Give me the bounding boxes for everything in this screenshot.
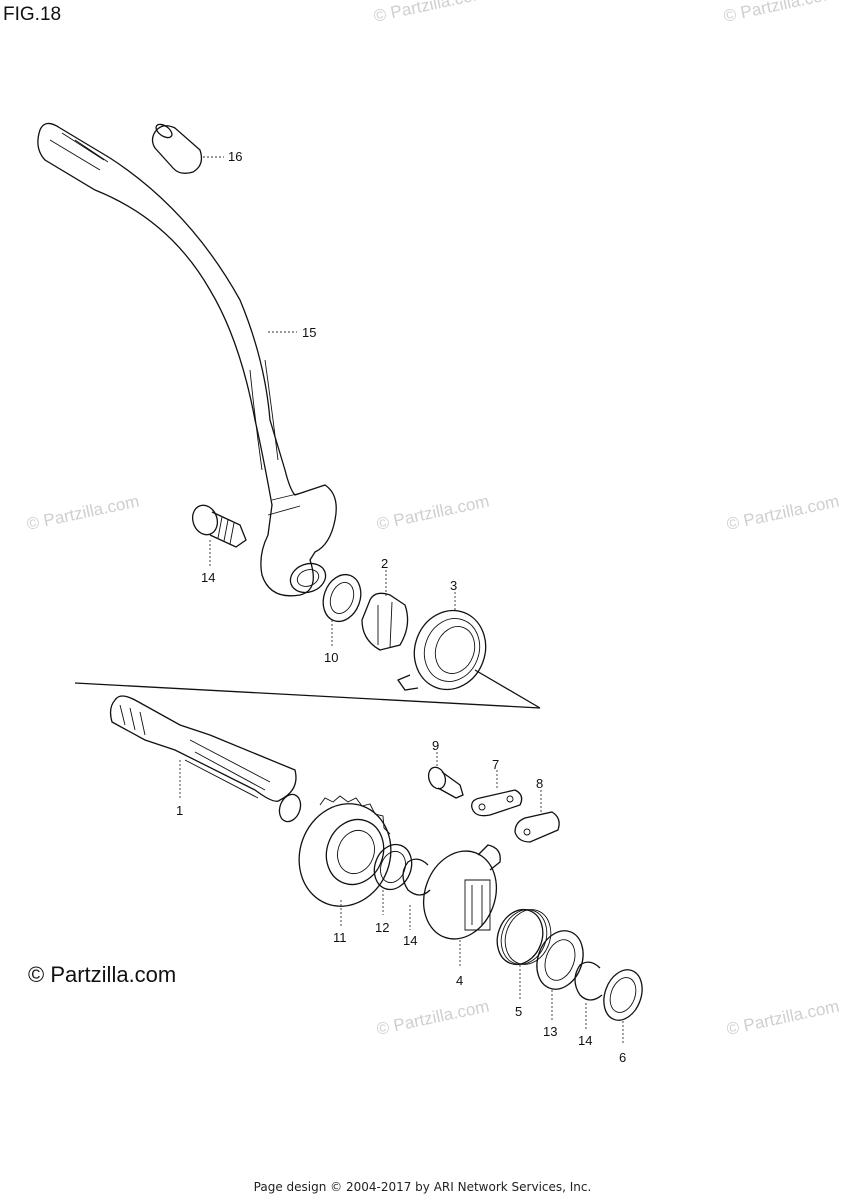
part-3-spring — [397, 592, 487, 691]
part-13-washer — [536, 930, 584, 1020]
callout-labels: 16 15 14 2 3 10 9 7 8 1 11 12 14 4 5 13 … — [176, 149, 626, 1065]
callout-5: 5 — [515, 1004, 522, 1019]
callout-12: 12 — [375, 920, 389, 935]
part-6-washer — [603, 969, 643, 1045]
brand-watermark: © Partzilla.com — [28, 962, 177, 987]
part-4-ratchet — [423, 844, 501, 968]
callout-3: 3 — [450, 578, 457, 593]
figure-title: FIG.18 — [3, 4, 62, 25]
watermark: © Partzilla.com — [375, 492, 491, 534]
part-16-bolt — [191, 504, 247, 568]
callout-8: 8 — [536, 776, 543, 791]
part-11-gear — [298, 795, 392, 928]
callout-9: 9 — [432, 738, 439, 753]
callout-16: 14 — [201, 570, 215, 585]
watermark: © Partzilla.com — [725, 492, 841, 534]
callout-17: 16 — [228, 149, 242, 164]
callout-2: 2 — [381, 556, 388, 571]
watermarks: © Partzilla.com © Partzilla.com © Partzi… — [25, 0, 841, 1039]
part-2-collar — [361, 570, 409, 651]
part-8-stopper — [514, 790, 560, 843]
callout-11: 11 — [333, 930, 347, 945]
callout-7: 7 — [492, 757, 499, 772]
part-12-washer — [373, 843, 413, 915]
callout-14-lower: 14 — [578, 1033, 592, 1048]
callout-15: 15 — [302, 325, 316, 340]
watermark: © Partzilla.com — [375, 997, 491, 1039]
part-14-circlip-upper — [402, 858, 431, 930]
watermark: © Partzilla.com — [725, 997, 841, 1039]
part-1-kick-shaft — [109, 695, 302, 823]
watermark: © Partzilla.com — [722, 0, 838, 26]
callout-6: 6 — [619, 1050, 626, 1065]
assembly-axis — [74, 669, 541, 709]
part-15-kick-lever — [37, 122, 337, 597]
callout-4: 4 — [456, 973, 463, 988]
part-10-seal — [322, 573, 362, 648]
part-7-plate — [471, 770, 523, 817]
watermark: © Partzilla.com — [372, 0, 488, 26]
callout-1: 1 — [176, 803, 183, 818]
callout-13: 13 — [543, 1024, 557, 1039]
part-14-circlip-lower — [574, 961, 603, 1030]
footer-credit: Page design © 2004-2017 by ARI Network S… — [253, 1180, 592, 1194]
part-5-spring — [496, 908, 552, 1000]
part-9-screw — [427, 752, 464, 799]
callout-10: 10 — [324, 650, 338, 665]
part-17-grip — [151, 123, 224, 174]
callout-14-upper: 14 — [403, 933, 417, 948]
watermark: © Partzilla.com — [25, 492, 141, 534]
